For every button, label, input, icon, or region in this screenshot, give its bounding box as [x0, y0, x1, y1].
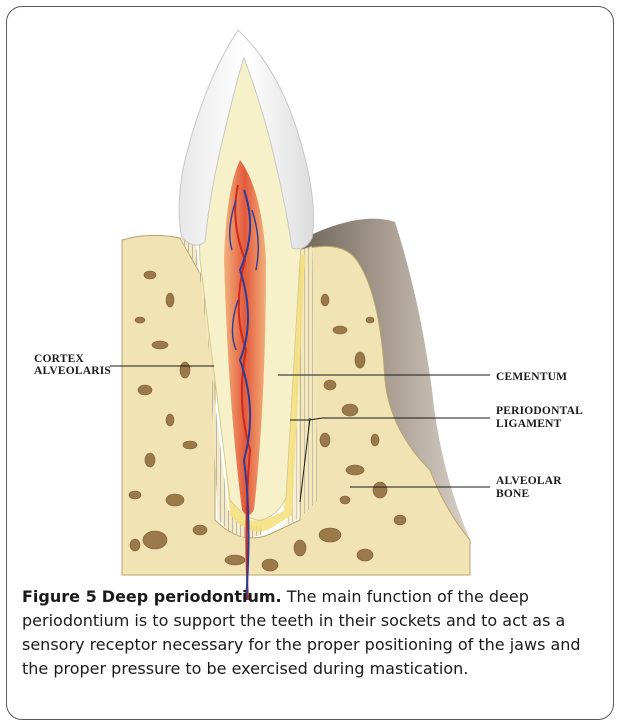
- label-cortex-line1: CORTEX: [34, 353, 84, 365]
- label-cortex-line2: ALVEOLARIS: [34, 365, 111, 377]
- caption-figure-number: Figure 5: [22, 587, 97, 606]
- label-bone-line1: ALVEOLAR: [496, 475, 562, 487]
- label-pdl-line2: LIGAMENT: [496, 418, 562, 430]
- label-cementum: CEMENTUM: [496, 371, 567, 383]
- caption-title: Deep periodontium.: [102, 587, 282, 606]
- figure-caption: Figure 5 Deep periodontium. The main fun…: [22, 585, 602, 681]
- label-pdl-line1: PERIODONTAL: [496, 405, 583, 417]
- label-bone-line2: BONE: [496, 488, 530, 500]
